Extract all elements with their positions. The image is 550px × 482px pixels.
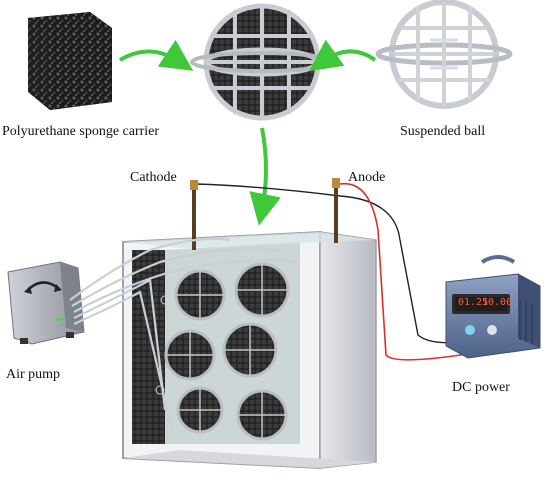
psu-display-left: 01.25 — [458, 297, 489, 308]
sponge-carrier-image — [28, 12, 112, 110]
label-anode: Anode — [348, 170, 386, 185]
dc-power-supply — [445, 255, 541, 359]
label-suspended-ball: Suspended ball — [400, 124, 486, 139]
filled-ball-image — [190, 3, 334, 121]
label-cathode: Cathode — [130, 170, 177, 185]
wires — [195, 182, 481, 361]
suspended-ball-image — [375, 0, 513, 109]
psu-display-right: 10.00 — [482, 297, 513, 308]
air-tubes — [69, 237, 301, 431]
arrow-down-to-reactor — [249, 127, 281, 226]
label-sponge-carrier: Polyurethane sponge carrier — [2, 124, 160, 139]
air-pump-device — [7, 261, 85, 345]
cathode-electrode — [190, 180, 198, 250]
red-wire — [339, 182, 481, 361]
anode-electrode — [332, 178, 340, 243]
process-arrows — [118, 39, 377, 226]
arrow-ball-to-filled — [308, 39, 377, 72]
reactor-balls — [164, 262, 290, 441]
black-wire — [195, 183, 461, 344]
air-bubbles — [155, 256, 295, 400]
arrow-sponge-to-ball — [118, 39, 194, 71]
label-air-pump: Air pump — [6, 367, 61, 382]
label-dc-power: DC power — [452, 380, 510, 395]
